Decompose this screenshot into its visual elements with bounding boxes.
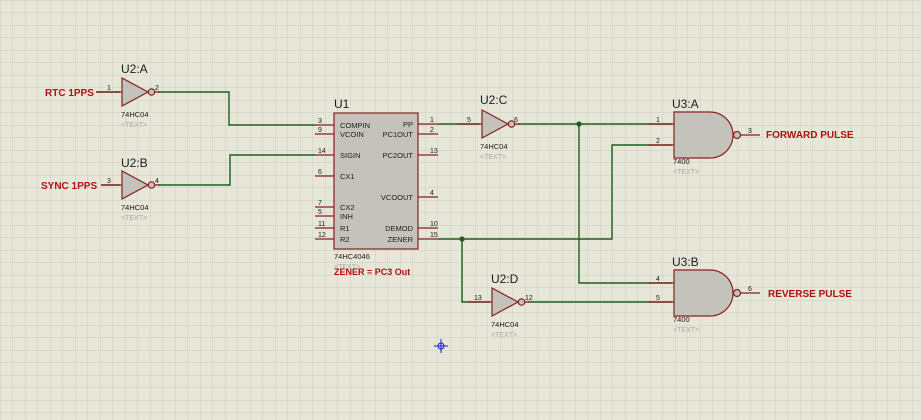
u1-pin-name: CX2 <box>340 203 355 212</box>
u1-pin-number: 6 <box>318 169 322 176</box>
u1-pin-compin[interactable]: 3 COMPIN <box>315 118 370 130</box>
u1-pin-cx2[interactable]: 7 CX2 <box>315 200 355 212</box>
u1-pin-name: SIGIN <box>340 151 360 160</box>
terminal-reverse-pulse[interactable]: REVERSE PULSE <box>768 289 852 300</box>
u3a-pin-in2: 2 <box>656 138 660 145</box>
u1-pin-number: 1 <box>430 117 434 124</box>
nand-gate-u3a[interactable]: U3:A 1 2 3 7400 <TEXT> <box>648 97 760 176</box>
terminal-forward-pulse[interactable]: FORWARD PULSE <box>766 130 854 141</box>
u2a-pin-out: 2 <box>155 85 159 92</box>
u1-pin-number: 13 <box>430 148 438 155</box>
u1-pin-r2[interactable]: 12 R2 <box>315 232 350 244</box>
u1-pin-sigin[interactable]: 14 SIGIN <box>315 148 360 160</box>
u2a-part: 74HC04 <box>121 110 149 119</box>
u1-pin-name: CX1 <box>340 172 355 181</box>
u2d-text: <TEXT> <box>491 332 517 339</box>
u3a-pin-out: 3 <box>748 128 752 135</box>
u1-ref: U1 <box>334 97 350 111</box>
terminal-rtc-1pps[interactable]: RTC 1PPS <box>45 88 94 99</box>
u2d-part: 74HC04 <box>491 320 519 329</box>
u1-note: ZENER = PC3 Out <box>334 267 410 277</box>
u1-pin-name: COMPIN <box>340 121 370 130</box>
u2a-pin-in: 1 <box>107 85 111 92</box>
inverter-u2b[interactable]: U2:B 3 4 74HC04 <TEXT> <box>101 156 160 222</box>
u3b-part: 7400 <box>673 315 690 324</box>
u3a-text: <TEXT> <box>673 169 699 176</box>
u1-pin-pp[interactable]: 1 PP <box>403 117 438 129</box>
u1-pin-number: 3 <box>318 118 322 125</box>
wire-u2b-to-sigin[interactable] <box>158 154 315 186</box>
u2d-ref: U2:D <box>491 272 519 286</box>
u2b-part: 74HC04 <box>121 203 149 212</box>
u1-pin-pc2out[interactable]: 13 PC2OUT <box>383 148 438 160</box>
wire-u2a-to-compin[interactable] <box>158 91 315 126</box>
u1-pin-name: PP <box>403 120 413 129</box>
wire-zener-net[interactable] <box>438 144 672 240</box>
u1-pin-demod[interactable]: 10 DEMOD <box>385 221 438 233</box>
u1-pin-name: PC1OUT <box>383 130 414 139</box>
u2b-ref: U2:B <box>121 156 148 170</box>
terminal-sync-1pps[interactable]: SYNC 1PPS <box>41 181 97 192</box>
u1-pin-name: VCOOUT <box>381 193 414 202</box>
u3b-pin-in1: 4 <box>656 276 660 283</box>
u3b-text: <TEXT> <box>673 327 699 334</box>
u1-pin-name: R2 <box>340 235 350 244</box>
u1-pin-number: 12 <box>318 232 326 239</box>
u2b-pin-in: 3 <box>107 178 111 185</box>
u1-pin-number: 10 <box>430 221 438 228</box>
u3a-ref: U3:A <box>672 97 699 111</box>
u2c-ref: U2:C <box>480 93 508 107</box>
u1-pin-inh[interactable]: 5 INH <box>315 209 353 221</box>
inverter-u2a[interactable]: U2:A 1 2 74HC04 <TEXT> <box>96 62 160 129</box>
u2d-pin-out: 12 <box>525 295 533 302</box>
u1-pin-number: 11 <box>318 221 325 228</box>
u1-pin-number: 7 <box>318 200 322 207</box>
u1-pin-cx1[interactable]: 6 CX1 <box>315 169 355 181</box>
u1-pin-r1[interactable]: 11 R1 <box>315 221 350 233</box>
nand-gate-u3b[interactable]: U3:B 4 5 6 7400 <TEXT> <box>648 255 760 334</box>
junction-dot <box>576 121 582 127</box>
u2b-pin-out: 4 <box>155 178 159 185</box>
u1-pin-number: 15 <box>430 232 438 239</box>
wire-u2c-to-u3b-in4[interactable] <box>578 124 672 284</box>
u2c-pin-in: 5 <box>467 117 471 124</box>
u1-pin-name: INH <box>340 212 353 221</box>
u2b-text: <TEXT> <box>121 215 147 222</box>
u3a-pin-in1: 1 <box>656 117 660 124</box>
u1-pin-number: 4 <box>430 190 434 197</box>
u1-pin-zener[interactable]: 15 ZENER <box>388 232 438 244</box>
u2c-text: <TEXT> <box>480 154 506 161</box>
u1-pin-number: 5 <box>318 209 322 216</box>
u1-pin-name: VCOIN <box>340 130 364 139</box>
u1-pin-number: 14 <box>318 148 326 155</box>
u1-part: 74HC4046 <box>334 252 370 261</box>
inverter-u2c[interactable]: U2:C 5 6 74HC04 <TEXT> <box>458 93 520 161</box>
u3b-ref: U3:B <box>672 255 699 269</box>
u1-pin-number: 9 <box>318 127 322 134</box>
u2c-pin-out: 6 <box>514 117 518 124</box>
junction-dot <box>459 236 465 242</box>
u2a-text: <TEXT> <box>121 122 147 129</box>
u1-pin-pc1out[interactable]: 2 PC1OUT <box>383 127 438 139</box>
u1-pin-name: DEMOD <box>385 224 414 233</box>
u2d-pin-in: 13 <box>474 295 482 302</box>
u3b-pin-in2: 5 <box>656 295 660 302</box>
u3a-part: 7400 <box>673 157 690 166</box>
u1-text: <TEXT> <box>334 264 360 271</box>
u2a-ref: U2:A <box>121 62 148 76</box>
u3b-pin-out: 6 <box>748 286 752 293</box>
wires <box>96 91 672 303</box>
u1-pin-name: R1 <box>340 224 350 233</box>
u2c-part: 74HC04 <box>480 142 508 151</box>
ic-u1-74hc4046[interactable]: U1 74HC4046 <TEXT> ZENER = PC3 Out 3 COMP… <box>315 97 438 277</box>
u1-pin-number: 2 <box>430 127 434 134</box>
u1-pin-vcoout[interactable]: 4 VCOOUT <box>381 190 438 202</box>
inverter-u2d[interactable]: U2:D 13 12 74HC04 <TEXT> <box>468 272 533 339</box>
u1-pin-name: PC2OUT <box>383 151 414 160</box>
origin-marker <box>434 339 448 353</box>
u1-pin-name: ZENER <box>388 235 414 244</box>
u1-pin-vcoin[interactable]: 9 VCOIN <box>315 127 364 139</box>
